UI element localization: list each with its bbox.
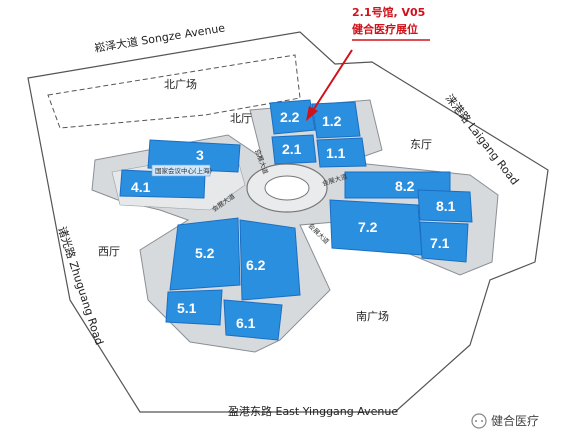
hall-8-1[interactable]	[417, 189, 473, 223]
hall-2-2[interactable]	[269, 99, 316, 135]
hall-6-2[interactable]	[239, 219, 301, 301]
hall-3-label: 3	[196, 147, 204, 163]
hall-3[interactable]	[147, 139, 241, 173]
callout-line1: 2.1号馆, V05	[352, 5, 425, 19]
site-boundary	[27, 31, 549, 413]
hall-6-1[interactable]	[223, 299, 283, 341]
chat-icon	[471, 413, 487, 429]
road-west-label: 诸光路 Zhuguang Road	[55, 225, 107, 347]
watermark: 健合医疗	[471, 413, 539, 429]
west-hall-label: 西厅	[98, 245, 120, 258]
hall-7-1-label: 7.1	[430, 235, 450, 251]
hall-2-2-label: 2.2	[280, 109, 300, 125]
hall-group-west	[119, 139, 241, 199]
hall-2-1[interactable]	[271, 134, 317, 165]
hall-group-east	[329, 171, 473, 263]
north-hall-label: 北厅	[230, 112, 252, 125]
hall-5-1-label: 5.1	[177, 300, 197, 316]
north-plaza-label: 北广场	[164, 77, 197, 91]
hall-group-south	[165, 217, 301, 341]
hall-8-2-label: 8.2	[395, 178, 415, 194]
south-plaza-label: 南广场	[356, 309, 389, 323]
national-convention-center-sign	[151, 164, 211, 177]
watermark-text: 健合医疗	[491, 413, 539, 428]
hall-1-1[interactable]	[316, 137, 367, 168]
hall-1-2-label: 1.2	[322, 113, 342, 129]
center-sign-label: 国家会议中心(上海)	[155, 166, 212, 175]
corridor-south-label: 会展大道	[307, 221, 332, 246]
callout-line2: 健合医疗展位	[352, 22, 418, 36]
hall-5-1[interactable]	[165, 289, 223, 326]
hall-2-1-label: 2.1	[282, 141, 302, 157]
central-hub	[246, 163, 328, 213]
hall-5-2-label: 5.2	[195, 245, 215, 261]
hall-1-1-label: 1.1	[326, 145, 346, 161]
hall-group-north	[269, 99, 367, 168]
north-plaza-outline	[47, 54, 301, 129]
hall-6-2-label: 6.2	[246, 257, 266, 273]
hall-4-1-label: 4.1	[131, 179, 151, 195]
hall-7-1[interactable]	[419, 221, 469, 263]
hall-1-2[interactable]	[311, 101, 361, 139]
hall-5-2[interactable]	[169, 217, 241, 291]
hall-7-2-label: 7.2	[358, 219, 378, 235]
east-hall-label: 东厅	[410, 138, 432, 151]
hall-6-1-label: 6.1	[236, 315, 256, 331]
booth-callout-arrow	[306, 39, 430, 121]
hall-8-1-label: 8.1	[436, 198, 456, 214]
road-north-label: 崧泽大道 Songze Avenue	[93, 20, 226, 55]
road-south-label: 盈港东路 East Yinggang Avenue	[228, 405, 398, 418]
